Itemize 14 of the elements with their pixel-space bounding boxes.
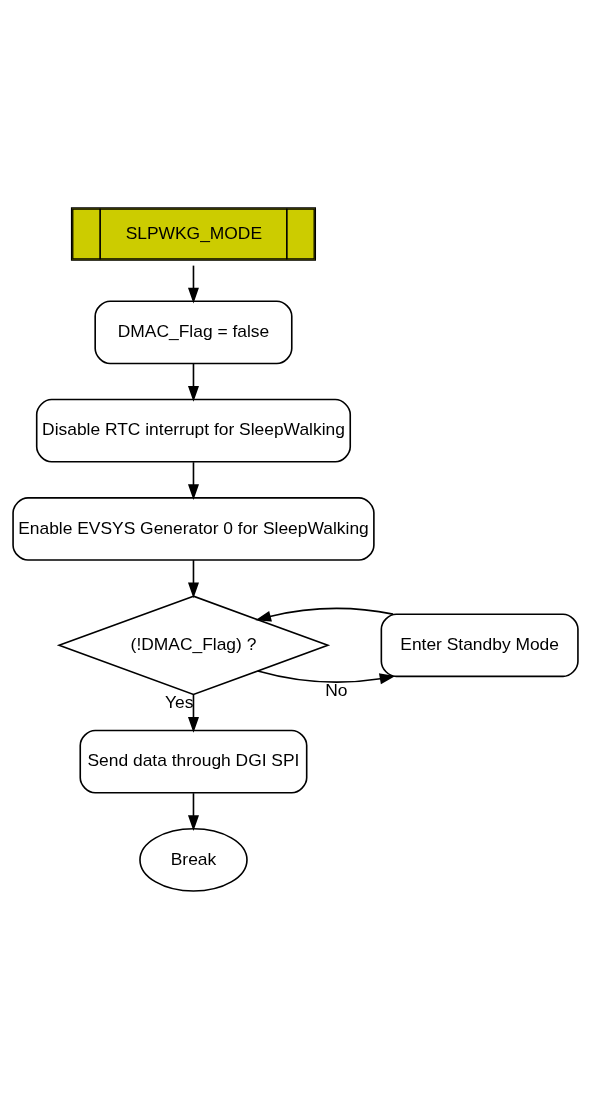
node-box: DMAC_Flag = false [94,300,293,365]
arrow [256,670,396,685]
arrow [187,363,199,402]
node-box: Disable RTC interrupt for SleepWalking [35,398,352,463]
node-box: Enable EVSYS Generator 0 for SleepWalking [12,497,375,561]
arrow [255,607,394,622]
arrow [187,461,199,501]
node-ellipse: Break [139,828,248,892]
node-box: Send data through DGI SPI [79,729,308,794]
arrow [187,559,199,599]
node-box: Enter Standby Mode [380,613,579,678]
arrow [187,693,199,733]
arrow [187,264,199,304]
arrow [187,792,199,831]
